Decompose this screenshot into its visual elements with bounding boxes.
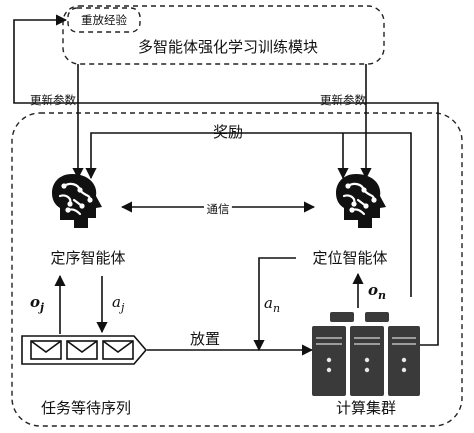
update-params-left-label: 更新参数 [30,93,76,107]
training-module-box [62,5,385,65]
training-module-title: 多智能体强化学习训练模块 [138,38,318,56]
envelope-queue-icon [21,335,148,365]
reward-arrow-left [85,132,412,297]
communication-label: 通信 [207,202,230,216]
replay-box [67,7,141,33]
task-queue-label: 任务等待序列 [41,399,131,417]
update-params-right-label: 更新参数 [320,93,366,107]
an-label: an [264,294,280,315]
cluster-label: 计算集群 [336,399,396,417]
action-an-arrow [253,257,296,352]
experience-feedback-arrow [13,14,439,346]
reward-label: 奖励 [213,123,243,141]
server-cluster-icon [312,312,420,396]
placement-agent-label: 定位智能体 [312,249,387,267]
place-label: 放置 [190,330,220,348]
on-label: on [368,281,386,302]
oj-label: oj [30,293,44,314]
brain-icon [52,174,102,228]
replay-label: 重放经验 [81,13,127,27]
scheduling-agent-label: 定序智能体 [50,249,125,267]
brain-icon [336,174,386,228]
environment-box [11,112,463,427]
aj-label: aj [112,293,125,314]
